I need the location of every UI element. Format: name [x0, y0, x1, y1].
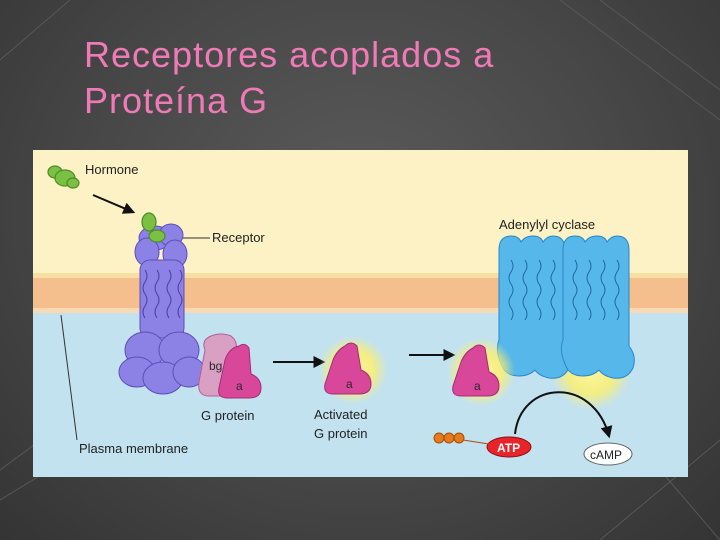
hormone-binding-arrow [92, 194, 136, 214]
g-protein-inactive: bg a [198, 333, 262, 399]
camp-molecule: cAMP [583, 442, 633, 466]
activated-g-protein: a [319, 336, 387, 404]
g-protein-alpha-subunit: a [236, 379, 243, 393]
docked-g-alpha: a [447, 338, 515, 406]
camp-label: cAMP [590, 448, 622, 462]
activated-g-protein-label-line-1: Activated [314, 407, 367, 422]
adenylyl-cyclase [496, 235, 635, 410]
plasma-membrane-label: Plasma membrane [79, 441, 188, 456]
atp-molecule: ATP [433, 432, 532, 458]
slide-title-line-1: Receptores acoplados a [84, 34, 495, 75]
receptor-protein [118, 212, 206, 395]
plasma-membrane-pointer [60, 314, 78, 441]
hormone-molecule [47, 165, 80, 189]
conversion-arrow [514, 391, 613, 439]
receptor-label: Receptor [212, 230, 265, 245]
membrane-inner-leaflet [33, 308, 688, 313]
slide-title: Receptores acoplados a Proteína G [84, 32, 644, 124]
activated-g-protein-label-line-2: G protein [314, 426, 367, 441]
slide-title-line-2: Proteína G [84, 80, 269, 121]
docked-alpha-subunit: a [474, 379, 481, 393]
g-protein-bg-subunit: bg [209, 359, 222, 373]
hormone-label: Hormone [85, 162, 138, 177]
gpcr-diagram-canvas: Hormone [33, 150, 688, 477]
adenylyl-cyclase-label: Adenylyl cyclase [499, 217, 595, 232]
activated-alpha-subunit: a [346, 377, 353, 391]
membrane-outer-leaflet [33, 273, 688, 278]
g-protein-label: G protein [201, 408, 254, 423]
gpcr-diagram: Hormone [33, 150, 688, 477]
atp-label: ATP [497, 441, 520, 455]
